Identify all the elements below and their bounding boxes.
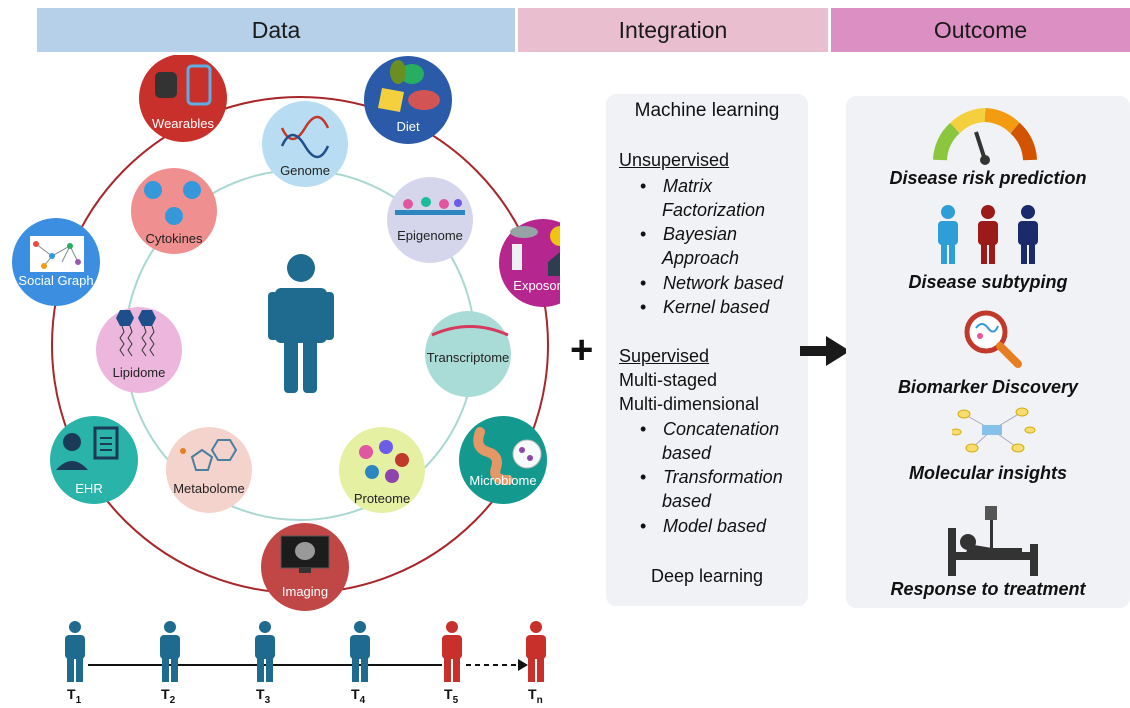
unsup-item-approach: Approach [662,248,740,268]
node-metabolome: Metabolome [166,427,252,513]
sup-item-model: Model based [640,516,766,537]
unsup-item-matrix: Matrix [640,176,712,197]
timeline-person-icon [160,621,180,682]
exposome-label: Exposome [513,278,560,293]
node-proteome: Proteome [339,427,425,513]
node-transcriptome: Transcriptome [425,311,511,397]
exposome-icon [510,226,560,276]
magnifier-icon [964,310,1022,368]
outcome-molecular-insights: Molecular insights [908,463,1068,483]
outcome-disease-risk: Disease risk prediction [889,168,1087,188]
central-person-icon [268,254,334,393]
integration-panel: Machine learning Unsupervised Matrix Fac… [606,94,808,606]
data-diagram: Genome Epigenome Transcriptome Proteome [12,55,560,682]
imaging-label: Imaging [282,584,328,599]
timeline-person-icon [350,621,370,682]
genome-label: Genome [280,163,330,178]
social-graph-icon [30,236,84,272]
gauge-icon [933,108,1037,165]
timeline-label-t4: T4 [351,686,366,706]
lipid-icon [116,310,156,357]
multi-staged-heading: Multi-staged [619,370,718,390]
outcome-biomarker: Biomarker Discovery [897,377,1079,397]
diet-label: Diet [396,119,420,134]
timeline-label-t5: T5 [444,686,459,706]
outcome-response-treatment: Response to treatment [890,579,1086,599]
node-epigenome: Epigenome [387,177,473,263]
timeline-person-icon [526,621,546,682]
wearables-label: Wearables [152,116,214,131]
node-exposome: Exposome [499,219,560,307]
lipidome-label: Lipidome [113,365,166,380]
header-outcome: Outcome [831,8,1130,52]
timeline-person-icon [255,621,275,682]
epigenome-icon [395,197,465,215]
timeline-person-icon [442,621,462,682]
unsup-item-network: Network based [640,273,783,294]
node-diet: Diet [364,56,452,144]
header-data-label: Data [251,16,301,43]
molecule-icon [190,448,214,471]
rna-icon [431,325,509,337]
node-wearables: Wearables [139,55,227,142]
diet-icon [378,60,440,112]
node-genome: Genome [262,101,348,187]
timeline-label-tn: Tn [528,686,543,706]
header-data: Data [37,8,515,52]
metabolome-label: Metabolome [173,481,245,496]
plus-sign: + [570,328,594,372]
cytokines-icon [144,181,201,225]
cytokines-label: Cytokines [145,231,203,246]
subtyping-people-icon [938,205,1038,264]
hospital-bed-icon [948,506,1038,576]
wearables-icon [155,64,212,106]
outcome-disease-subtyping: Disease subtyping [908,272,1068,292]
timeline-label-t2: T2 [161,686,176,706]
timeline [65,621,546,682]
sup-item-concatenation-cont: based [662,443,712,463]
ehr-icon [56,426,119,470]
transcriptome-label: Transcriptome [427,350,510,365]
outcome-panel: Disease risk prediction Disease subtypin… [846,96,1130,608]
node-microbiome: Microbiome [459,416,547,504]
node-social-graph: Social Graph [12,218,100,306]
timeline-label-t1: T1 [67,686,82,706]
header-integration-label: Integration [618,16,728,43]
proteome-label: Proteome [354,491,410,506]
protein-icon [359,440,409,483]
imaging-icon [280,535,330,573]
header-outcome-label: Outcome [933,16,1028,43]
epigenome-label: Epigenome [397,228,463,243]
timeline-label-t3: T3 [256,686,271,706]
timeline-person-icon [65,621,85,682]
microbiome-icon [473,427,542,485]
social-graph-label: Social Graph [18,273,93,288]
sup-item-transformation: Transformation [640,467,783,488]
node-lipidome: Lipidome [96,307,182,393]
molecular-network-icon [952,407,1036,453]
unsup-item-factorization: Factorization [662,200,766,220]
right-arrow-icon [800,336,850,366]
sup-item-concatenation: Concatenation [640,419,779,440]
sup-item-transformation-cont: based [662,491,712,511]
unsup-item-bayesian: Bayesian [640,224,737,245]
unsupervised-heading: Unsupervised [619,150,730,170]
timeline-arrowhead [518,659,528,671]
microbiome-label: Microbiome [469,473,536,488]
supervised-heading: Supervised [619,346,710,366]
node-ehr: EHR [50,416,138,504]
node-imaging: Imaging [261,523,349,611]
machine-learning-title: Machine learning [634,100,780,121]
multi-dimensional-heading: Multi-dimensional [619,394,760,414]
unsup-item-kernel: Kernel based [640,297,769,318]
header-integration: Integration [518,8,828,52]
node-cytokines: Cytokines [131,168,217,254]
ehr-label: EHR [75,481,102,496]
deep-learning-title: Deep learning [650,566,764,586]
